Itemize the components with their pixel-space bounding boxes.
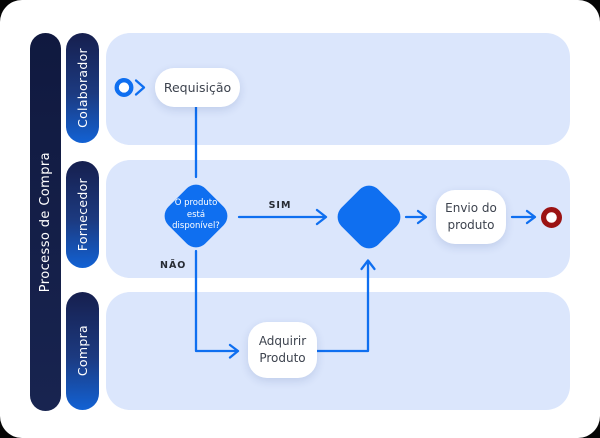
task-envio-do-produto: Envio do produto — [436, 190, 506, 244]
lane-label-text: Fornecedor — [75, 177, 90, 252]
lane-label-colaborador: Colaborador — [66, 33, 99, 143]
process-title: Processo de Compra — [38, 151, 53, 293]
process-title-pill: Processo de Compra — [30, 33, 61, 411]
task-adquirir-produto: Adquirir Produto — [248, 322, 317, 378]
task-label: Requisição — [163, 80, 232, 95]
lane-label-compra: Compra — [66, 292, 99, 410]
lane-label-fornecedor: Fornecedor — [66, 161, 99, 268]
edge-label-nao: NÃO — [160, 260, 187, 271]
task-requisicao: Requisição — [155, 68, 240, 107]
decision-label: O produto está disponível? — [172, 198, 220, 231]
lane-panel-compra — [106, 292, 570, 410]
edge-label-sim: SIM — [268, 200, 292, 211]
lane-label-text: Colaborador — [75, 48, 90, 128]
lane-label-text: Compra — [75, 325, 90, 377]
